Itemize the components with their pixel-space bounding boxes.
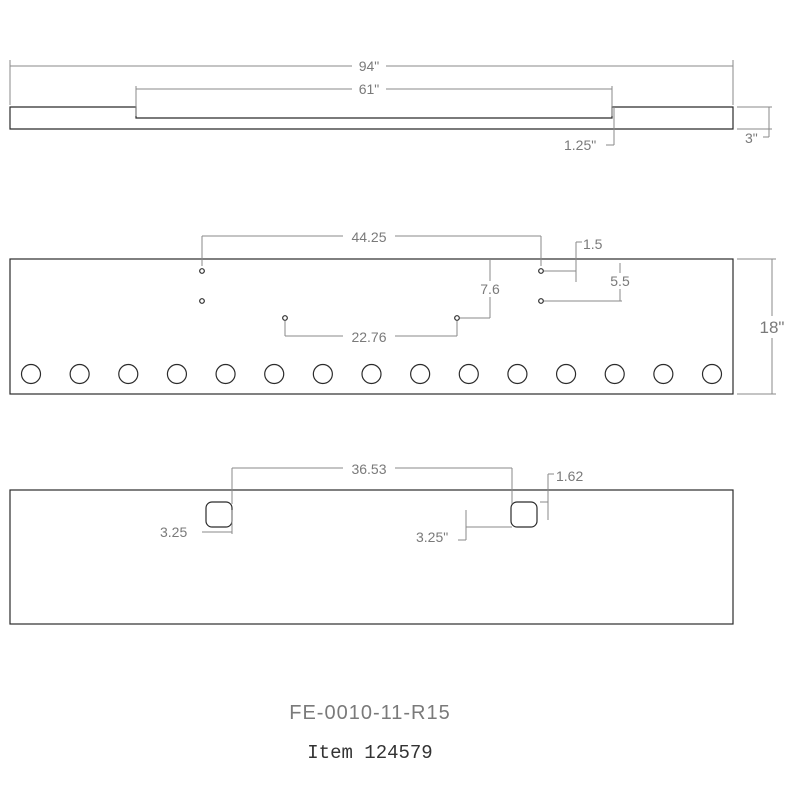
dim-hole-offset-right-label: 1.5 bbox=[583, 236, 603, 252]
mounting-hole bbox=[199, 268, 205, 274]
light-hole bbox=[653, 363, 674, 385]
mounting-hole bbox=[538, 298, 544, 304]
dim-thickness: 3" bbox=[737, 106, 772, 146]
front-view-outline bbox=[9, 258, 734, 395]
light-hole bbox=[118, 363, 139, 385]
dim-step-depth: 1.25" bbox=[564, 107, 615, 153]
mounting-hole bbox=[199, 298, 205, 304]
dim-hole-offset-right: 1.5 bbox=[544, 236, 603, 282]
light-hole-row bbox=[20, 363, 723, 385]
dim-hole-vertical-mid-label: 7.6 bbox=[480, 281, 500, 297]
dim-hole-vertical-mid: 7.6 bbox=[460, 260, 504, 319]
dim-slot-spacing-label: 36.53 bbox=[351, 461, 386, 477]
dim-slot-left-width: 3.25 bbox=[160, 510, 233, 540]
dim-overall-length: 94" bbox=[9, 58, 734, 105]
dim-inner-length-label: 61" bbox=[359, 81, 380, 97]
mounting-hole bbox=[454, 315, 460, 321]
light-hole bbox=[701, 363, 723, 385]
dim-slot-right-width: 3.25" bbox=[416, 510, 512, 545]
mounting-hole bbox=[282, 315, 288, 321]
light-hole bbox=[20, 363, 42, 385]
light-hole bbox=[312, 363, 333, 385]
dim-hole-vertical-right-label: 5.5 bbox=[610, 273, 630, 289]
part-number: FE-0010-11-R15 bbox=[289, 702, 451, 724]
top-view-profile bbox=[9, 106, 734, 130]
mounting-hole bbox=[538, 268, 544, 274]
item-number: Item 124579 bbox=[307, 742, 433, 764]
dim-hole-spacing-mid-label: 22.76 bbox=[351, 329, 386, 345]
light-hole bbox=[215, 363, 236, 385]
dim-slot-right-width-label: 3.25" bbox=[416, 529, 448, 545]
light-hole bbox=[458, 363, 479, 385]
dim-hole-spacing-mid: 22.76 bbox=[284, 321, 458, 345]
slot-right bbox=[510, 501, 538, 528]
dim-hole-spacing-top: 44.25 bbox=[201, 228, 542, 266]
light-hole bbox=[555, 363, 577, 385]
dim-hole-spacing-top-label: 44.25 bbox=[351, 229, 386, 245]
dim-overall-length-label: 94" bbox=[359, 58, 380, 74]
dim-hole-vertical-right: 5.5 bbox=[544, 263, 635, 302]
light-hole bbox=[604, 363, 625, 385]
dim-step-depth-label: 1.25" bbox=[564, 137, 596, 153]
bottom-view-outline bbox=[9, 489, 734, 625]
light-hole bbox=[410, 363, 431, 385]
light-hole bbox=[361, 363, 382, 385]
slot-left bbox=[205, 501, 233, 528]
dim-thickness-label: 3" bbox=[745, 130, 758, 146]
dim-height-label: 18" bbox=[760, 318, 785, 337]
dim-height: 18" bbox=[737, 258, 790, 395]
dim-slot-offset-right-label: 1.62 bbox=[556, 468, 583, 484]
dim-slot-spacing: 36.53 bbox=[231, 460, 513, 504]
light-hole bbox=[264, 363, 285, 385]
dim-inner-length: 61" bbox=[135, 81, 613, 116]
light-hole bbox=[166, 363, 188, 385]
light-hole bbox=[507, 363, 528, 385]
light-hole bbox=[69, 363, 90, 385]
front-view: 44.25 1.5 5.5 7.6 22. bbox=[9, 228, 790, 395]
bottom-view: 36.53 1.62 3.25 3.25" bbox=[9, 460, 734, 625]
top-view: 94" 61" 1.25" 3" bbox=[9, 58, 772, 153]
dim-slot-offset-right: 1.62 bbox=[540, 468, 583, 520]
dim-slot-left-width-label: 3.25 bbox=[160, 524, 187, 540]
